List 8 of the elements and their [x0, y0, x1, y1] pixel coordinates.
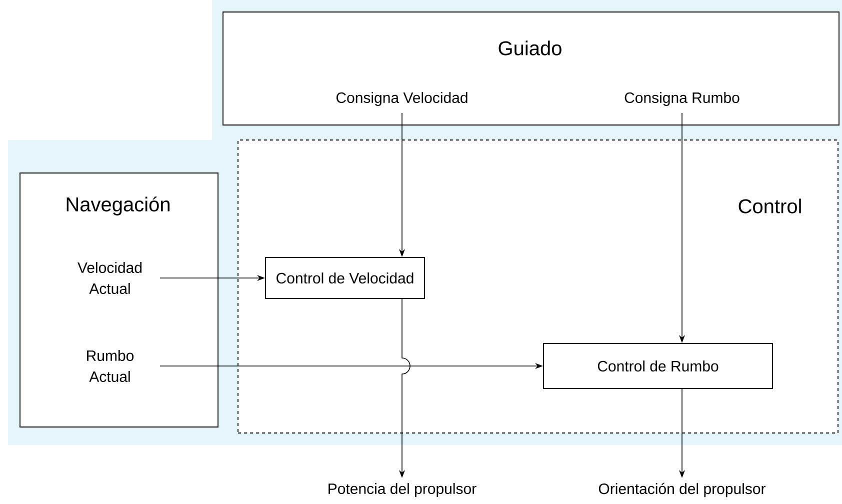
process-box: Control de Velocidad: [265, 257, 425, 299]
signal-label: Consigna Velocidad: [336, 92, 468, 106]
signal-label: Consigna Rumbo: [624, 92, 740, 106]
signal-label: Rumbo Actual: [87, 350, 134, 382]
signal-label: Orientación del propulsor: [598, 482, 766, 498]
process-box: Control de Rumbo: [543, 343, 773, 389]
signal-label: Potencia del propulsor: [328, 483, 476, 497]
signal-label: Velocidad Actual: [78, 262, 142, 294]
